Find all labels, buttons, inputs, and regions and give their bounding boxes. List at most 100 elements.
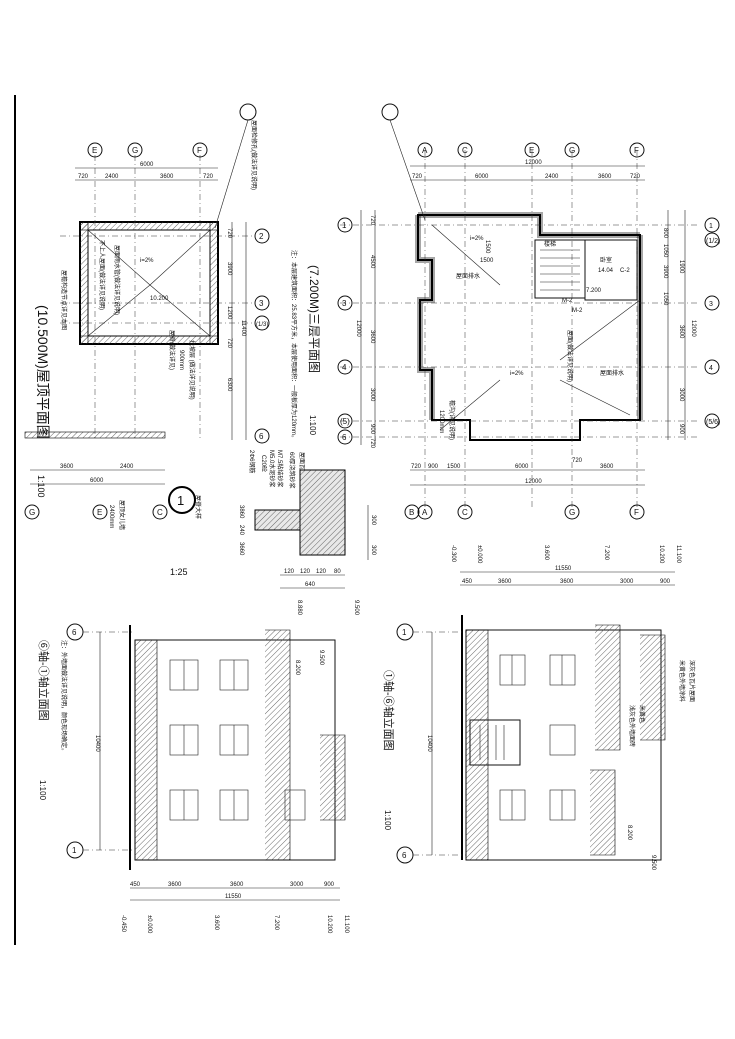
floor3-axis: 4	[342, 363, 347, 372]
elev-b-axis: 6	[402, 851, 407, 860]
elev-b-dim: 3600	[560, 579, 574, 585]
svg-text:C: C	[462, 508, 468, 517]
elev-a-base	[134, 639, 158, 861]
elev-a-level: 11.100	[343, 915, 349, 934]
elev-b-title: ①轴-⑥轴立面图	[382, 670, 396, 751]
elev-b-dim: 450	[462, 579, 473, 585]
floor3-dim: 900	[428, 464, 439, 470]
floor3-dim: 6000	[475, 174, 489, 180]
floor3-note: 1200mm	[438, 410, 444, 433]
floor3-dim-total: 12000	[690, 320, 696, 337]
floor3-dim: 3900	[662, 265, 668, 279]
floor3-axis: F	[634, 146, 639, 155]
roof-dim: 3600	[160, 174, 174, 180]
elev-a-title: ⑥轴-①轴立面图	[37, 640, 51, 721]
elev-b-level: 11.100	[675, 545, 681, 564]
detail-dim: 80	[334, 569, 341, 575]
floor3-stair	[534, 239, 586, 299]
floor3-dim: 6000	[515, 464, 529, 470]
roof-dim: 2400	[105, 174, 119, 180]
floor3-slope: i=2%	[470, 236, 484, 242]
floor3-dim: 720	[412, 174, 423, 180]
elev-a-top-level: 9.500	[318, 650, 324, 666]
floor3-axis: 6	[342, 433, 347, 442]
roof-dim: 720	[226, 338, 232, 349]
svg-text:E: E	[97, 508, 102, 517]
roof-dim-total: 6000	[140, 162, 154, 168]
floor3-dim: 720	[369, 215, 375, 226]
roof-axis-label: F	[197, 146, 202, 155]
elev-a-dim: 450	[130, 882, 141, 888]
roof-dim: 1200	[226, 306, 232, 320]
roof-note: 屋面雨水管(做法详见说明)	[113, 245, 121, 315]
elev-b-height: 10400	[426, 735, 432, 752]
floor3-dim: 1050	[662, 292, 668, 306]
floor3-dim: 2400	[545, 174, 559, 180]
roof-dim: 2400	[120, 464, 134, 470]
floor3-dim: 900	[678, 424, 684, 435]
elev-a-level: -0.450	[120, 915, 126, 933]
floor3-dim-total: 12000	[525, 160, 542, 166]
elev-a-windows	[169, 659, 306, 821]
detail-label: M7.5粘结砂浆	[276, 450, 284, 487]
floor3-axis: C	[462, 146, 468, 155]
floor3-outline	[417, 214, 641, 441]
floor3-dim: 3000	[678, 388, 684, 402]
svg-text:4: 4	[709, 365, 713, 372]
floor3-axis: E	[529, 146, 534, 155]
detail-dim: 120	[284, 569, 295, 575]
roof-axis-label: G	[132, 146, 138, 155]
floor3-door: M-2	[572, 308, 583, 314]
elev-a-top-level: 8.200	[294, 660, 300, 676]
detail-dim: 300	[370, 515, 376, 526]
detail-dim: 120	[316, 569, 327, 575]
roof-edge-hatch	[79, 221, 219, 231]
floor3-axis: G	[569, 146, 575, 155]
elev-b-level: 7.200	[603, 545, 609, 561]
roof-edge-hatch	[79, 335, 219, 345]
floor3-dim-total: 12000	[525, 479, 542, 485]
roof-dim: 3900	[226, 262, 232, 276]
elev-a-axis: 6	[72, 628, 77, 637]
roof-leader-note: 屋面检修孔(做法详见说明)	[250, 120, 258, 190]
roof-dim-total: 6000	[90, 478, 104, 484]
detail-label: M5.0水泥砂浆	[268, 450, 276, 487]
floor3-scale: 1:100	[308, 415, 317, 436]
elev-a-axis: 1	[72, 846, 77, 855]
elev-a-level: 7.200	[273, 915, 279, 931]
detail-label: 60厚浇筑砂浆	[288, 452, 296, 489]
roof-plan-title: (10.500M)屋顶平面图	[35, 305, 51, 439]
detail-label: 屋面瓦	[298, 452, 305, 470]
svg-text:B: B	[409, 508, 414, 517]
elev-a-note: 注：外墙面做法详见说明，颜色现场确定。	[60, 640, 68, 754]
roof-edge-hatch	[209, 221, 219, 345]
roof-dim: 720	[203, 174, 214, 180]
roof-dim-total: 11400	[240, 320, 246, 337]
detail-title: 屋脊大样	[194, 495, 202, 519]
roof-slope: i=2%	[140, 258, 154, 264]
elev-a-level: ±0.000	[146, 915, 152, 934]
elev-a-dim: 900	[324, 882, 335, 888]
svg-text:C: C	[157, 508, 163, 517]
detail-label: C20砼	[260, 455, 268, 472]
floor3-level: 7.200	[586, 288, 602, 294]
floor3-door: M-2	[562, 298, 573, 304]
detail-level: 9.500	[353, 600, 359, 616]
roof-plan: (10.500M)屋顶平面图 1:100 E G F 2 3 (1/3) 6	[24, 103, 270, 530]
floor3-dim: 1900	[678, 260, 684, 274]
elevation-b: ①轴-⑥轴立面图 1:100 1 6 10400	[382, 545, 696, 871]
floor3-dim: 720	[369, 438, 375, 449]
roof-note: 找坡层 (做法详见说明)	[188, 340, 196, 400]
floor3-note: 屋面排水	[456, 272, 480, 280]
floor3-room-label: 卧室	[600, 256, 612, 264]
elev-b-dim: 900	[660, 579, 671, 585]
roof-dim: 6300	[226, 378, 232, 392]
floor3-dim: 1050	[662, 244, 668, 258]
elev-b-axis: 1	[402, 628, 407, 637]
elev-a-dim: 3600	[230, 882, 244, 888]
detail-dim: 240	[238, 525, 244, 536]
roof-dim: 720	[226, 228, 232, 239]
elev-a-dim: 3000	[290, 882, 304, 888]
floor3-dim: 720	[572, 458, 583, 464]
floor3-window: C-2	[620, 268, 630, 274]
